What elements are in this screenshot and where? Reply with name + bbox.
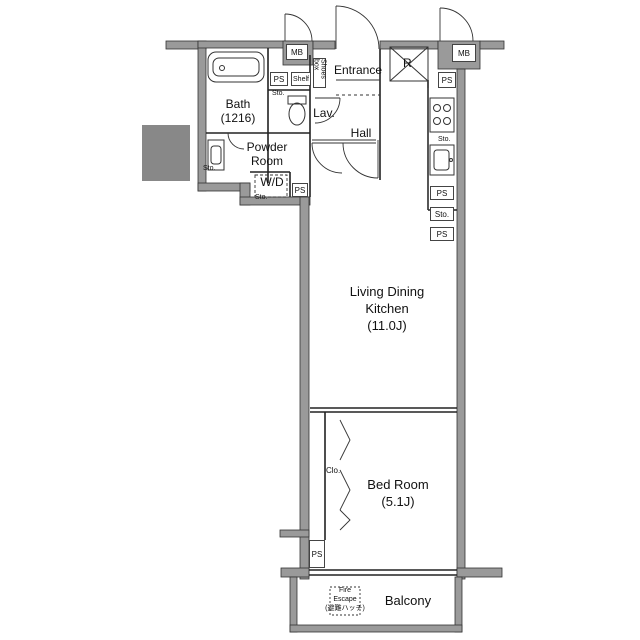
room-washer-dryer: W/D [260,174,284,189]
tag-sto-wd: Sto. [255,194,268,201]
room-hall: Hall [350,125,372,140]
kitchen-counter [389,46,429,210]
exterior-block [142,125,190,181]
room-ldk-line1: Living Dining [349,284,425,300]
fire-escape-line1: Fire [338,586,352,594]
stove [429,97,455,133]
room-bedroom-size: (5.1J) [381,494,415,510]
room-bath-size: (1216) [220,110,256,125]
bathtub [207,51,265,83]
tag-closet: Clo. [326,466,341,475]
room-lav: Lav. [313,105,335,120]
room-ldk-line2: Kitchen [365,301,409,317]
interior-walls [206,48,457,576]
tag-ps-kitchen-1: PS [430,186,454,200]
tag-ps-kitchen-2: PS [430,227,454,241]
room-entrance: Entrance [333,62,383,77]
tag-ps-bath: PS [270,72,288,86]
tag-ps-kitchen-top: PS [438,72,456,88]
room-bath: Bath [225,96,251,111]
tag-shelf: Shelf [291,72,311,86]
tag-mb-right: MB [452,44,476,62]
tag-sto-lav: Sto. [272,90,285,97]
room-powder-line2: Room [250,153,284,168]
room-bedroom: Bed Room [367,477,429,493]
tag-sto-kitchen-box: Sto. [430,207,454,221]
tag-sto-kitchen: Sto. [438,136,451,143]
tag-ps-bedroom: PS [309,540,325,568]
tag-mb-left: MB [286,44,308,60]
fire-escape-hatch [329,586,361,616]
tag-sto-powder: Sto. [203,165,216,172]
room-balcony: Balcony [384,593,432,609]
tag-ps-wd: PS [292,183,308,197]
tag-refrigerator-r: R [403,56,412,70]
wash-basin [207,139,225,171]
exterior-walls [165,40,505,633]
doors [227,5,474,531]
entrance-floor [336,79,380,96]
kitchen-sink [429,144,455,176]
toilet [287,95,307,126]
room-ldk-size: (11.0J) [367,318,407,334]
fire-escape-line2: Escape [333,595,357,603]
tag-shoes-box: Shoes box [313,58,327,88]
washer-dryer-space [254,174,288,198]
room-powder-line1: Powder [246,139,288,154]
fire-escape-line3: (避難ハッチ) [325,604,365,612]
